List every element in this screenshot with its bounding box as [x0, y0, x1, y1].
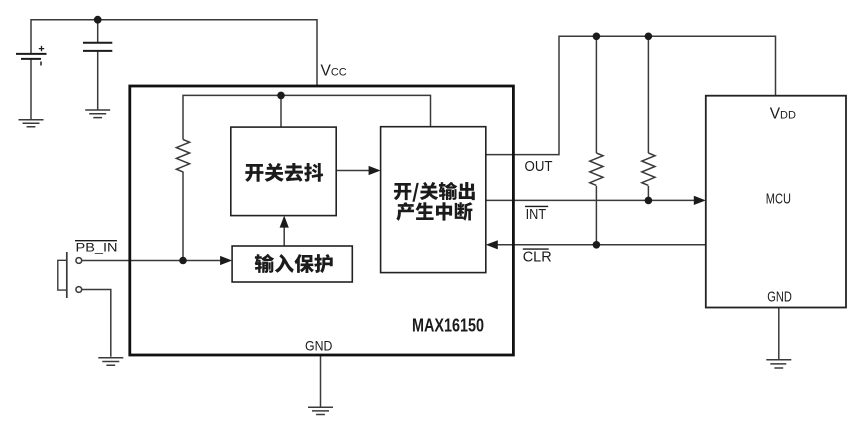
svg-text:MCU: MCU: [766, 191, 791, 208]
svg-text:MAX16150: MAX16150: [412, 316, 484, 336]
svg-text:CLR: CLR: [523, 250, 552, 266]
svg-text:INT: INT: [526, 207, 547, 223]
svg-text:VDD: VDD: [770, 105, 796, 122]
svg-text:OUT: OUT: [525, 159, 553, 175]
svg-text:GND: GND: [767, 289, 792, 306]
svg-text:VCC: VCC: [321, 63, 347, 80]
svg-text:GND: GND: [305, 338, 332, 354]
svg-text:PB_IN: PB_IN: [76, 243, 118, 255]
